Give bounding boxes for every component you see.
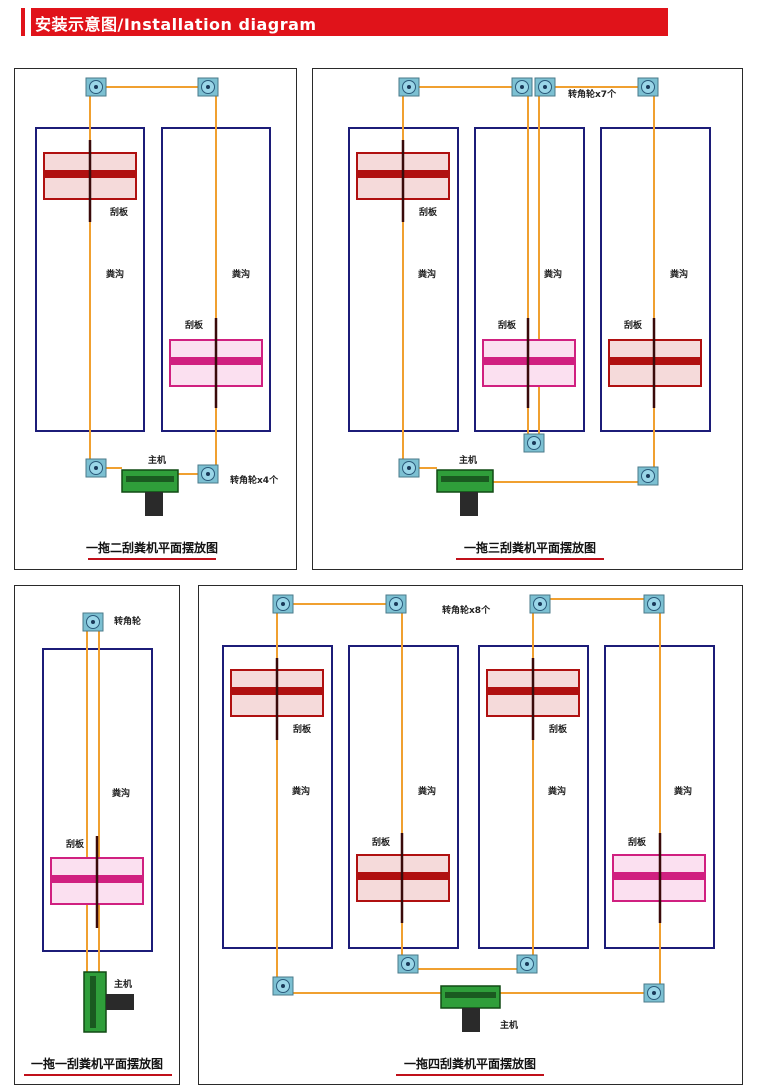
corner-pulley-icon [643,594,665,614]
corner-pulley-icon [516,954,538,974]
trench-label: 粪沟 [544,268,562,280]
header-accent-bar [21,8,31,36]
main-unit-motor-icon [121,469,179,516]
corner-pulley-icon [523,433,545,453]
trench-label: 粪沟 [674,785,692,797]
corner-pulley-icon [529,594,551,614]
corner-pulley-icon [511,77,533,97]
page-title: 安装示意图/Installation diagram [35,15,317,34]
corner-pulley-icon [534,77,556,97]
corner-pulley-icon [637,466,659,486]
corner-pulley-icon [272,976,294,996]
corner-pulley-icon [197,464,219,484]
corner-pulley-icon [85,77,107,97]
trench-outline [600,127,711,432]
trench-outline [474,127,585,432]
trench-label: 粪沟 [232,268,250,280]
scraper-label: 刮板 [549,723,568,735]
scraper-label: 刮板 [498,319,517,331]
scraper-unit [230,658,324,740]
corner-pulley-icon [398,77,420,97]
scraper-label: 刮板 [66,838,85,850]
corner-pulley-icon [398,458,420,478]
panel-caption: 一拖一刮粪机平面摆放图 [31,1056,163,1071]
corner-wheel-label: 转角轮x8个 [442,604,491,616]
corner-pulley-icon [397,954,419,974]
scraper-unit [608,318,702,408]
panel-caption: 一拖二刮粪机平面摆放图 [86,540,218,555]
main-unit-motor-icon [440,985,501,1032]
scraper-label: 刮板 [419,206,438,218]
main-unit-label: 主机 [500,1019,518,1031]
main-unit-motor-icon [83,971,134,1033]
corner-pulley-icon [637,77,659,97]
main-unit-label: 主机 [459,454,477,466]
scraper-unit [169,318,263,408]
rope [89,86,217,475]
main-unit-motor-icon [436,469,494,516]
corner-pulley-icon [197,77,219,97]
corner-wheel-label: 转角轮x4个 [230,474,279,486]
scraper-label: 刮板 [185,319,204,331]
main-unit-label: 主机 [114,978,132,990]
scraper-unit [43,140,137,222]
diagram-one-drags-four: 转角轮x8个 刮板 刮板 粪沟 粪沟 粪沟 粪沟 刮板 刮板 主机 一拖四刮粪机… [222,594,715,1076]
corner-pulley-icon [643,983,665,1003]
diagram-one-drags-one: 转角轮 粪沟 刮板 主机 一拖一刮粪机平面摆放图 [24,612,172,1076]
scraper-unit [486,658,580,740]
rope [402,86,655,483]
scraper-label: 刮板 [628,836,647,848]
corner-pulley-icon [385,594,407,614]
scraper-label: 刮板 [293,723,312,735]
scraper-unit [356,833,450,923]
trench-label: 粪沟 [418,268,436,280]
diagram-one-drags-three: 转角轮x7个 刮板 粪沟 粪沟 粪沟 刮板 刮板 主机 一拖三刮粪机平面摆放图 [348,77,711,560]
trench-outline [42,648,153,952]
trench-outline [348,645,459,949]
trench-label: 粪沟 [548,785,566,797]
panel-caption: 一拖四刮粪机平面摆放图 [404,1056,536,1071]
corner-wheel-label: 转角轮 [114,615,141,627]
panel-caption: 一拖三刮粪机平面摆放图 [464,540,596,555]
main-unit-label: 主机 [148,454,166,466]
trench-label: 粪沟 [418,785,436,797]
scraper-label: 刮板 [372,836,391,848]
scraper-label: 刮板 [624,319,643,331]
rope [86,622,100,972]
trench-label: 粪沟 [112,787,130,799]
corner-pulley-icon [272,594,294,614]
trench-label: 粪沟 [106,268,124,280]
scraper-label: 刮板 [110,206,129,218]
rope [276,598,661,994]
diagram-one-drags-two: 刮板 粪沟 粪沟 刮板 主机 转角轮x4个 一拖二刮粪机平面摆放图 [35,77,279,560]
section-header: 安装示意图/Installation diagram [21,8,668,36]
trench-label: 粪沟 [670,268,688,280]
scraper-unit [482,318,576,408]
scraper-unit [50,836,144,928]
corner-wheel-label: 转角轮x7个 [568,88,617,100]
corner-pulley-icon [82,612,104,632]
scraper-unit [356,140,450,222]
scraper-unit [612,833,706,923]
trench-label: 粪沟 [292,785,310,797]
corner-pulley-icon [85,458,107,478]
